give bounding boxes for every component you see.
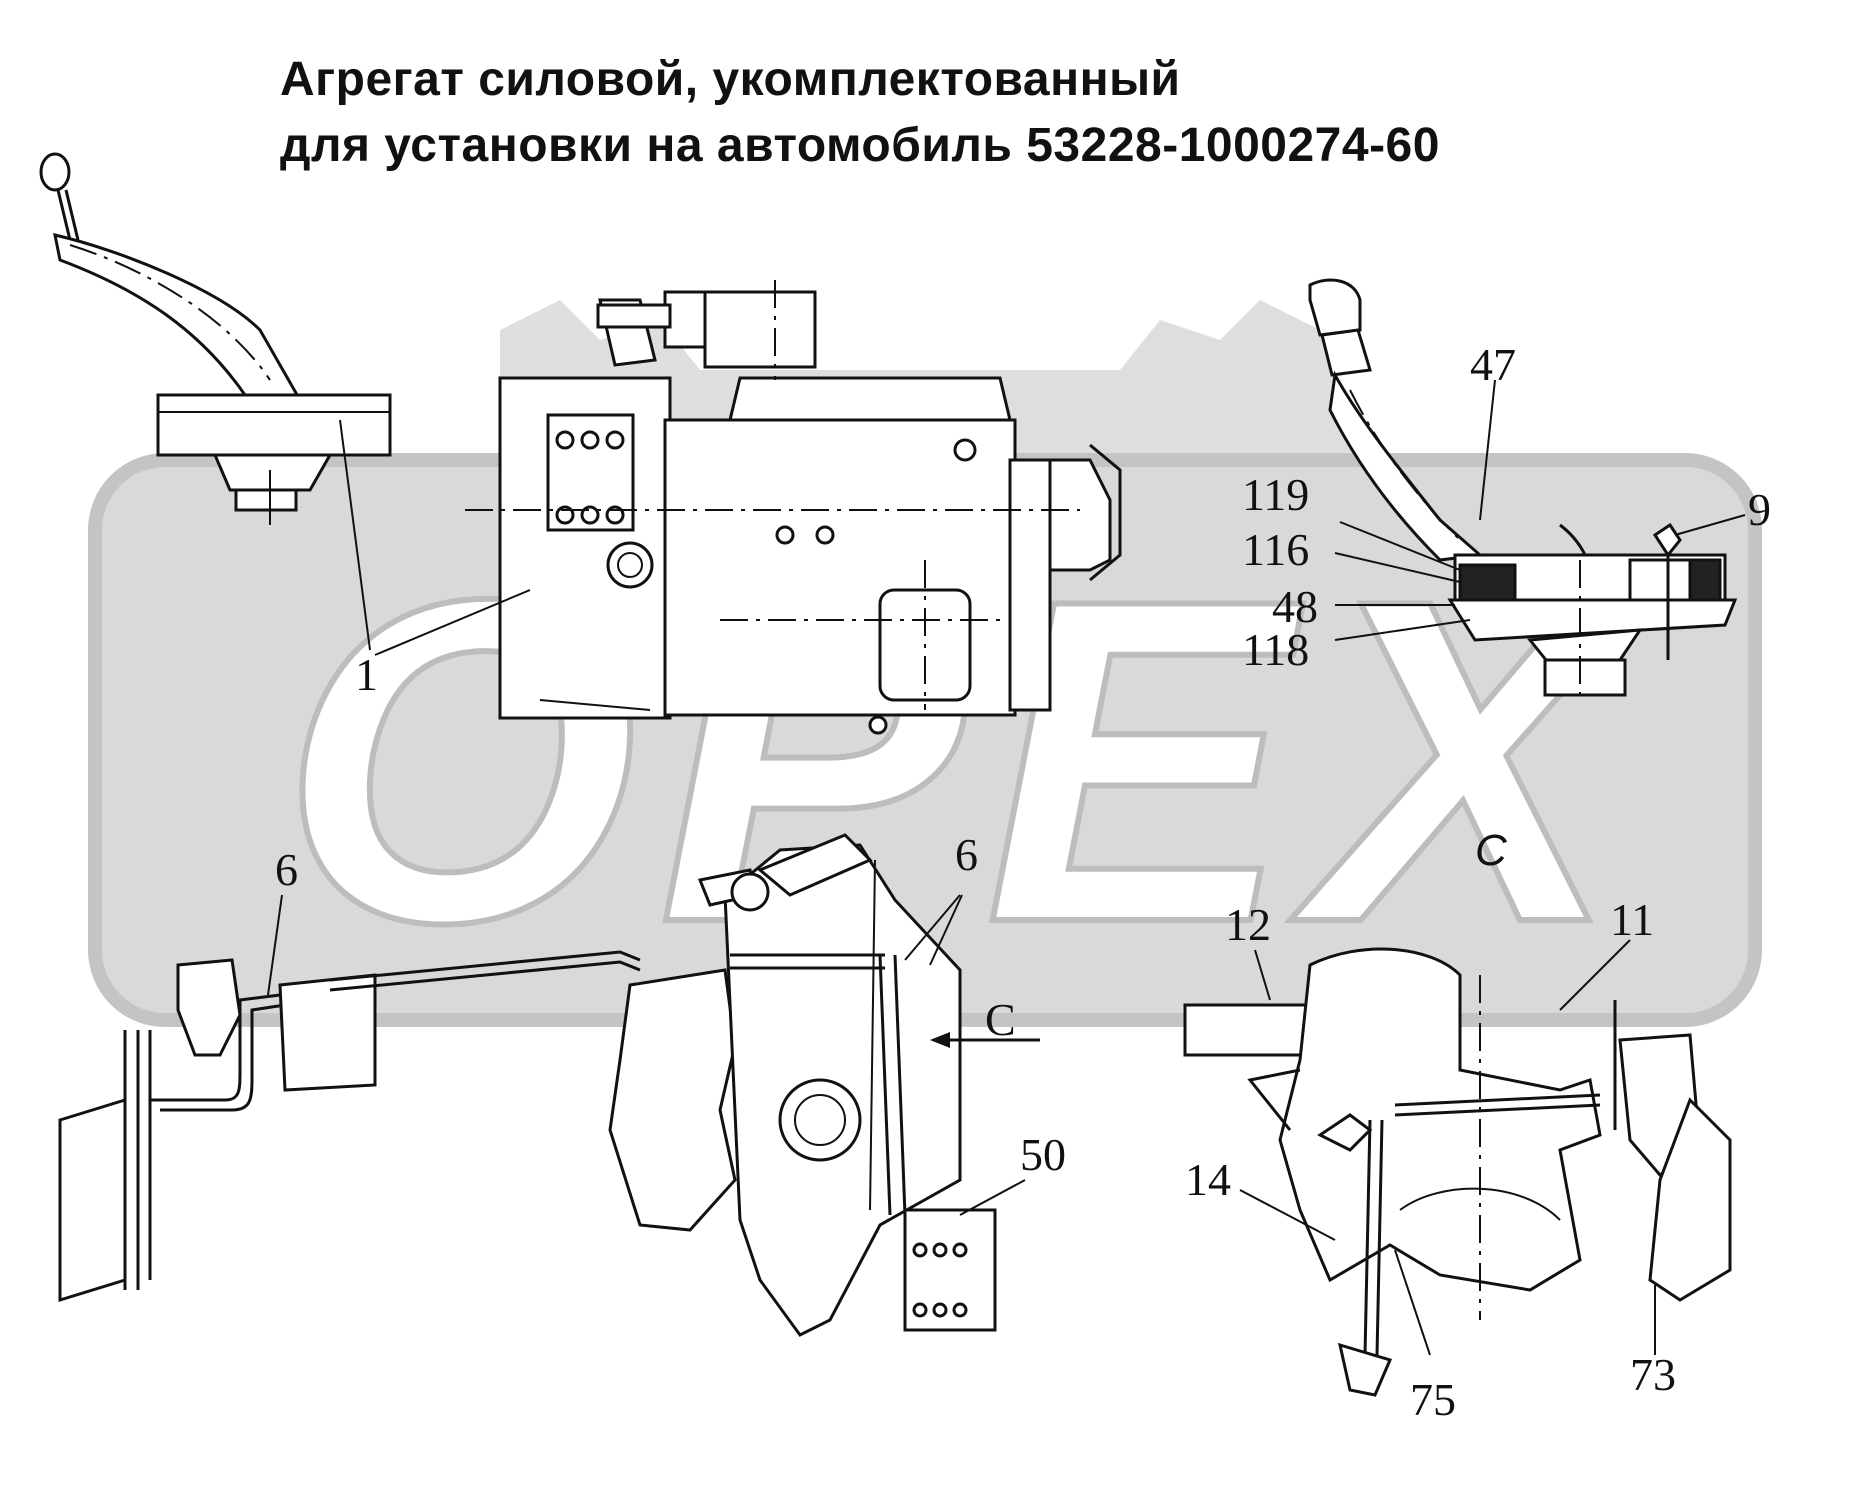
view-c-label: C — [1475, 826, 1508, 875]
title-line-1: Агрегат силовой, укомплектованный — [280, 53, 1181, 106]
callout-labels: 1 47 9 119 116 48 118 6 6 12 11 50 14 75… — [275, 339, 1771, 1425]
callout-6-left: 6 — [275, 844, 298, 895]
callout-75: 75 — [1410, 1374, 1456, 1425]
title-line-2: для установки на автомобиль 53228-100027… — [280, 119, 1440, 172]
callout-47: 47 — [1470, 339, 1516, 390]
engine-front-view — [608, 833, 1040, 1337]
callout-14: 14 — [1185, 1154, 1231, 1205]
leader-lines — [267, 379, 1746, 1356]
callout-48: 48 — [1272, 581, 1318, 632]
gear-shift-lever-left — [39, 152, 392, 525]
arrow-c-label: C — [985, 994, 1016, 1045]
callout-1: 1 — [355, 649, 378, 700]
callout-116: 116 — [1242, 524, 1309, 575]
callout-118: 118 — [1242, 624, 1309, 675]
callout-119: 119 — [1242, 469, 1309, 520]
gear-shift-lever-right — [1308, 278, 1738, 700]
callout-50: 50 — [1020, 1129, 1066, 1180]
gearbox-side-view — [465, 280, 1122, 735]
callout-11: 11 — [1610, 894, 1654, 945]
view-c-assembly — [1183, 947, 1732, 1397]
shift-linkage-assembly — [58, 950, 641, 1303]
callout-12: 12 — [1225, 899, 1271, 950]
callout-73: 73 — [1630, 1349, 1676, 1400]
callout-6-mid: 6 — [955, 829, 978, 880]
callout-9: 9 — [1748, 484, 1771, 535]
